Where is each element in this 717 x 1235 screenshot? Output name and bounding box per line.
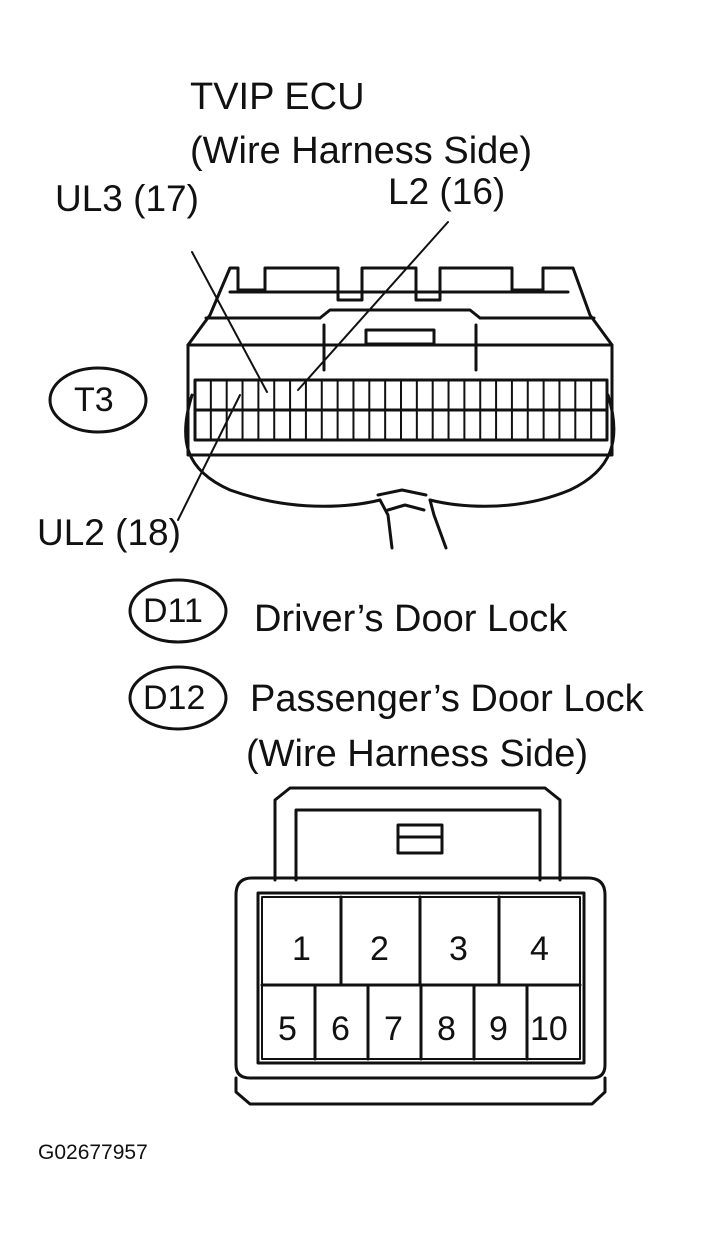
- ecu-wire-loop: [184, 393, 616, 550]
- door-label-driver: Driver’s Door Lock: [254, 598, 568, 640]
- connector-code-d12: D12: [143, 679, 206, 717]
- pin-number: 10: [530, 1010, 568, 1048]
- pin-number: 7: [384, 1010, 403, 1048]
- d11-badge-oval: [128, 578, 228, 644]
- door-subtitle: (Wire Harness Side): [246, 733, 589, 775]
- door-connector-housing: [234, 786, 607, 1106]
- figure-code: G02677957: [38, 1141, 148, 1164]
- door-label-passenger: Passenger’s Door Lock: [250, 678, 644, 720]
- ecu-connector-housing: [186, 266, 614, 387]
- d12-badge-oval: [128, 665, 228, 731]
- connector-code-d11: D11: [143, 592, 203, 630]
- pin-number: 3: [449, 930, 468, 968]
- pin-number: 9: [489, 1010, 508, 1048]
- connector-code-t3: T3: [74, 381, 114, 419]
- ecu-title: TVIP ECU: [190, 76, 365, 118]
- pin-number: 1: [292, 930, 311, 968]
- t3-badge-oval: [48, 366, 148, 434]
- pin-number: 2: [370, 930, 389, 968]
- ecu-pin-face: [186, 378, 614, 457]
- pin-label-ul3: UL3 (17): [55, 178, 199, 219]
- pin-label-l2: L2 (16): [388, 171, 506, 212]
- pin-number: 8: [437, 1010, 456, 1048]
- pin-number: 4: [530, 930, 549, 968]
- pin-number: 5: [278, 1010, 297, 1048]
- pin-number: 6: [331, 1010, 350, 1048]
- pin-label-ul2: UL2 (18): [37, 512, 181, 553]
- ecu-subtitle: (Wire Harness Side): [190, 130, 533, 172]
- leader-lines: [177, 221, 449, 521]
